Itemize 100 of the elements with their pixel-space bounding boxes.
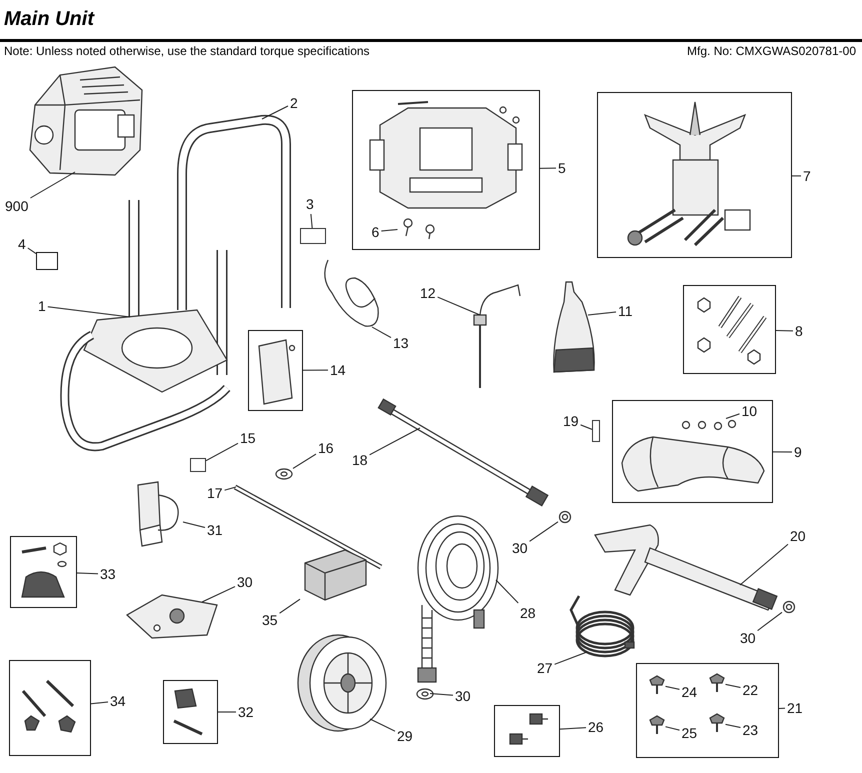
leader-line xyxy=(778,708,786,709)
ring-drawing xyxy=(558,510,572,524)
callout-number: 4 xyxy=(18,236,26,252)
page-title: Main Unit xyxy=(4,8,94,31)
parts-group-frame xyxy=(636,663,779,758)
leader-line xyxy=(90,702,108,704)
callout-number: 10 xyxy=(742,402,758,418)
leader-line xyxy=(529,521,558,542)
parts-group-frame xyxy=(683,285,776,374)
knob-screw-drawing xyxy=(708,712,726,732)
callout-number: 30 xyxy=(740,630,756,646)
callout-number: 16 xyxy=(318,440,334,456)
screws-drawing xyxy=(680,418,738,430)
leader-line xyxy=(224,486,236,491)
leader-line xyxy=(740,544,788,586)
leader-line xyxy=(665,686,680,690)
leader-line xyxy=(47,306,130,318)
leader-line xyxy=(725,684,741,688)
parts-group-frame xyxy=(597,92,792,258)
knob-screw-drawing xyxy=(648,714,666,734)
leader-line xyxy=(370,718,396,732)
callout-number: 19 xyxy=(563,413,579,429)
leader-line xyxy=(30,172,76,198)
callout-number: 26 xyxy=(588,719,604,735)
leader-line xyxy=(76,572,98,574)
leader-line xyxy=(776,330,794,332)
callout-number: 22 xyxy=(742,682,758,698)
leader-line xyxy=(437,296,480,316)
leader-line xyxy=(496,580,519,604)
leader-line xyxy=(380,229,398,232)
leader-line xyxy=(27,248,36,254)
callout-number: 30 xyxy=(455,688,471,704)
leader-line xyxy=(262,106,288,120)
leader-line xyxy=(792,175,802,176)
callout-number: 28 xyxy=(520,605,536,621)
leader-line xyxy=(182,522,206,528)
callout-number: 6 xyxy=(372,224,380,240)
callout-number: 8 xyxy=(795,323,803,339)
leader-line xyxy=(310,214,313,228)
callout-number: 29 xyxy=(397,728,413,744)
callout-number: 7 xyxy=(803,168,811,184)
callout-number: 17 xyxy=(207,485,223,501)
callout-number: 14 xyxy=(330,362,346,378)
callout-number: 25 xyxy=(682,724,698,740)
callout-number: 31 xyxy=(207,522,223,538)
callout-number: 20 xyxy=(790,528,806,544)
part-shape xyxy=(190,458,206,472)
part-shape xyxy=(592,420,600,442)
leader-line xyxy=(725,724,741,728)
leader-line xyxy=(202,586,236,602)
callout-number: 35 xyxy=(262,612,278,628)
callout-number: 1 xyxy=(38,298,46,314)
rod-drawing xyxy=(232,484,384,570)
callout-number: 30 xyxy=(237,574,253,590)
washer-drawing xyxy=(275,468,293,480)
leader-line xyxy=(726,413,740,419)
leader-line xyxy=(772,451,792,452)
callout-number: 15 xyxy=(240,430,256,446)
leader-line xyxy=(302,370,328,371)
leader-line xyxy=(560,727,586,730)
callout-number: 12 xyxy=(420,285,436,301)
leader-line xyxy=(430,693,454,696)
knob-screw-drawing xyxy=(708,672,726,692)
leader-line xyxy=(588,312,616,316)
parts-group-frame xyxy=(494,705,560,757)
parts-group-frame xyxy=(248,330,303,411)
parts-group-frame xyxy=(352,90,540,250)
callout-number: 5 xyxy=(558,160,566,176)
parts-group-frame xyxy=(9,660,91,756)
knob-screw-drawing xyxy=(648,674,666,694)
leader-line xyxy=(206,442,238,462)
callout-number: 9 xyxy=(794,444,802,460)
note-text: Note: Unless noted otherwise, use the standard torque specifications xyxy=(4,44,370,58)
callout-number: 32 xyxy=(238,704,254,720)
parts-group-frame xyxy=(163,680,218,744)
callout-number: 21 xyxy=(787,700,803,716)
leader-line xyxy=(580,424,592,430)
leader-line xyxy=(540,168,556,169)
callout-number: 3 xyxy=(306,196,314,212)
callout-number: 2 xyxy=(290,95,298,111)
leader-line xyxy=(757,612,782,632)
callout-number: 24 xyxy=(682,684,698,700)
callout-number: 34 xyxy=(110,693,126,709)
leader-line xyxy=(279,598,300,614)
callout-number: 23 xyxy=(742,722,758,738)
parts-group-frame xyxy=(612,400,773,503)
parts-group-frame xyxy=(10,536,77,608)
callout-number: 33 xyxy=(100,566,116,582)
model-number: Mfg. No: CMXGWAS020781-00 xyxy=(687,44,856,58)
parts-group-frame xyxy=(36,252,58,270)
callout-number: 18 xyxy=(352,452,368,468)
leader-line xyxy=(665,726,680,731)
part-shape xyxy=(300,228,326,244)
leader-line xyxy=(292,454,316,469)
leader-line xyxy=(554,652,588,665)
callout-number: 11 xyxy=(618,303,633,319)
leader-line xyxy=(372,326,392,338)
callout-number: 27 xyxy=(537,660,553,676)
callout-number: 30 xyxy=(512,540,528,556)
callout-number: 900 xyxy=(5,198,28,214)
